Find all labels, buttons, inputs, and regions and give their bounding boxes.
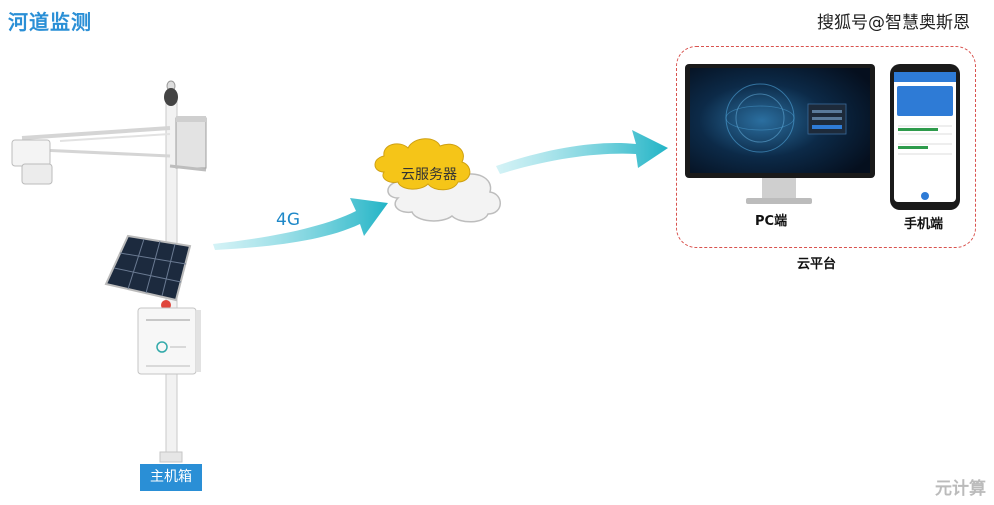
cloud-server-icon [374, 138, 501, 223]
watermark-text: 搜狐号@智慧奥斯恩 [817, 13, 970, 33]
arrow-to-platform [496, 130, 668, 174]
watermark-bottom-text: 元计算 [935, 479, 986, 499]
phone-device [890, 64, 960, 210]
platform-label: 云平台 [797, 257, 837, 272]
link-label: 4G [276, 210, 300, 230]
page-title: 河道监测 [8, 10, 92, 34]
arrow-4g [213, 198, 388, 250]
pc-monitor [685, 64, 875, 204]
phone-label: 手机端 [904, 217, 944, 232]
rain-gauge [169, 116, 207, 172]
pc-label: PC端 [755, 214, 788, 229]
cloud-server-label: 云服务器 [401, 167, 457, 183]
host-cabinet [137, 307, 201, 375]
cloud-platform-frame [676, 46, 976, 248]
solar-panel [104, 234, 192, 302]
radar-sensor [11, 139, 53, 185]
monitoring-station [11, 80, 207, 463]
host-box-label: 主机箱 [140, 464, 202, 491]
